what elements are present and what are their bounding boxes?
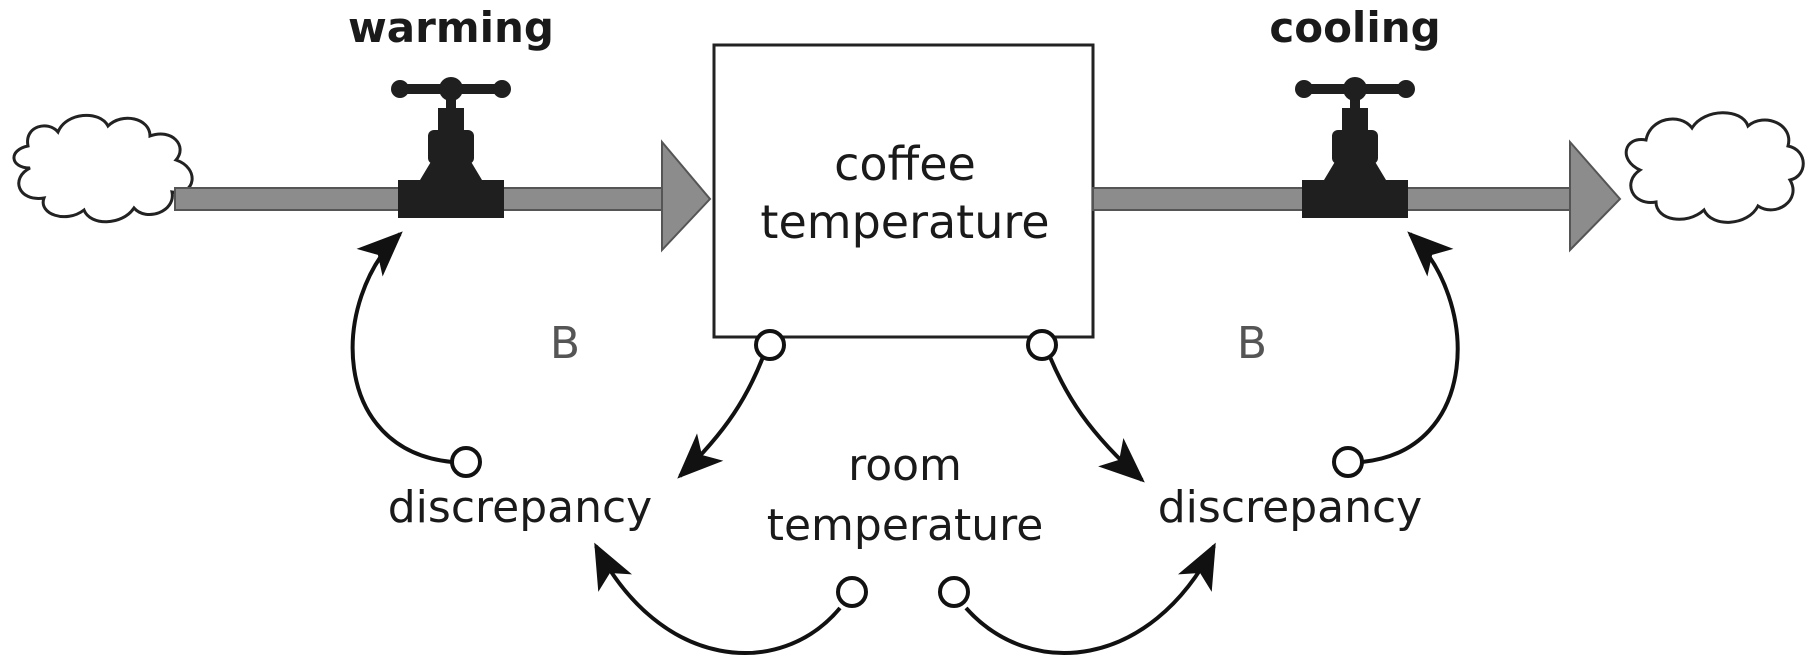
- link-room-to-discrepancy-right: [964, 542, 1216, 655]
- loop-polarity-right: B: [1237, 318, 1267, 369]
- link-stock-to-discrepancy-left: [677, 356, 765, 479]
- cloud-source-icon: [12, 113, 194, 224]
- valve-icon: [391, 77, 511, 218]
- stock-label-line1: coffee: [834, 137, 976, 191]
- discrepancy-left-label: discrepancy: [388, 482, 652, 533]
- coffee-temperature-stock: [712, 43, 1095, 339]
- room-temperature-line2: temperature: [767, 500, 1044, 551]
- connector-origin-circle: [1026, 329, 1058, 361]
- flow-arrowhead-icon: [661, 139, 712, 253]
- cooling-flow-label: cooling: [1269, 3, 1440, 52]
- connector-origin-circle: [938, 576, 970, 608]
- connector-origin-circle: [1332, 446, 1364, 478]
- cloud-sink-icon: [1624, 111, 1805, 224]
- link-stock-to-discrepancy-right: [1048, 356, 1145, 483]
- loop-polarity-left: B: [550, 318, 580, 369]
- warming-flow-label: warming: [348, 3, 554, 52]
- connector-origin-circle: [450, 446, 482, 478]
- stock-label-line2: temperature: [760, 195, 1049, 249]
- link-discrepancy-to-cooling: [1361, 231, 1460, 464]
- discrepancy-right-label: discrepancy: [1158, 482, 1422, 533]
- valve-icon: [1295, 77, 1415, 218]
- connector-origin-circle: [836, 576, 868, 608]
- room-temperature-line1: room: [848, 440, 962, 491]
- connector-origin-circle: [754, 329, 786, 361]
- flow-arrowhead-icon: [1569, 139, 1622, 253]
- link-discrepancy-to-warming: [350, 231, 453, 464]
- link-room-to-discrepancy-left: [594, 542, 842, 655]
